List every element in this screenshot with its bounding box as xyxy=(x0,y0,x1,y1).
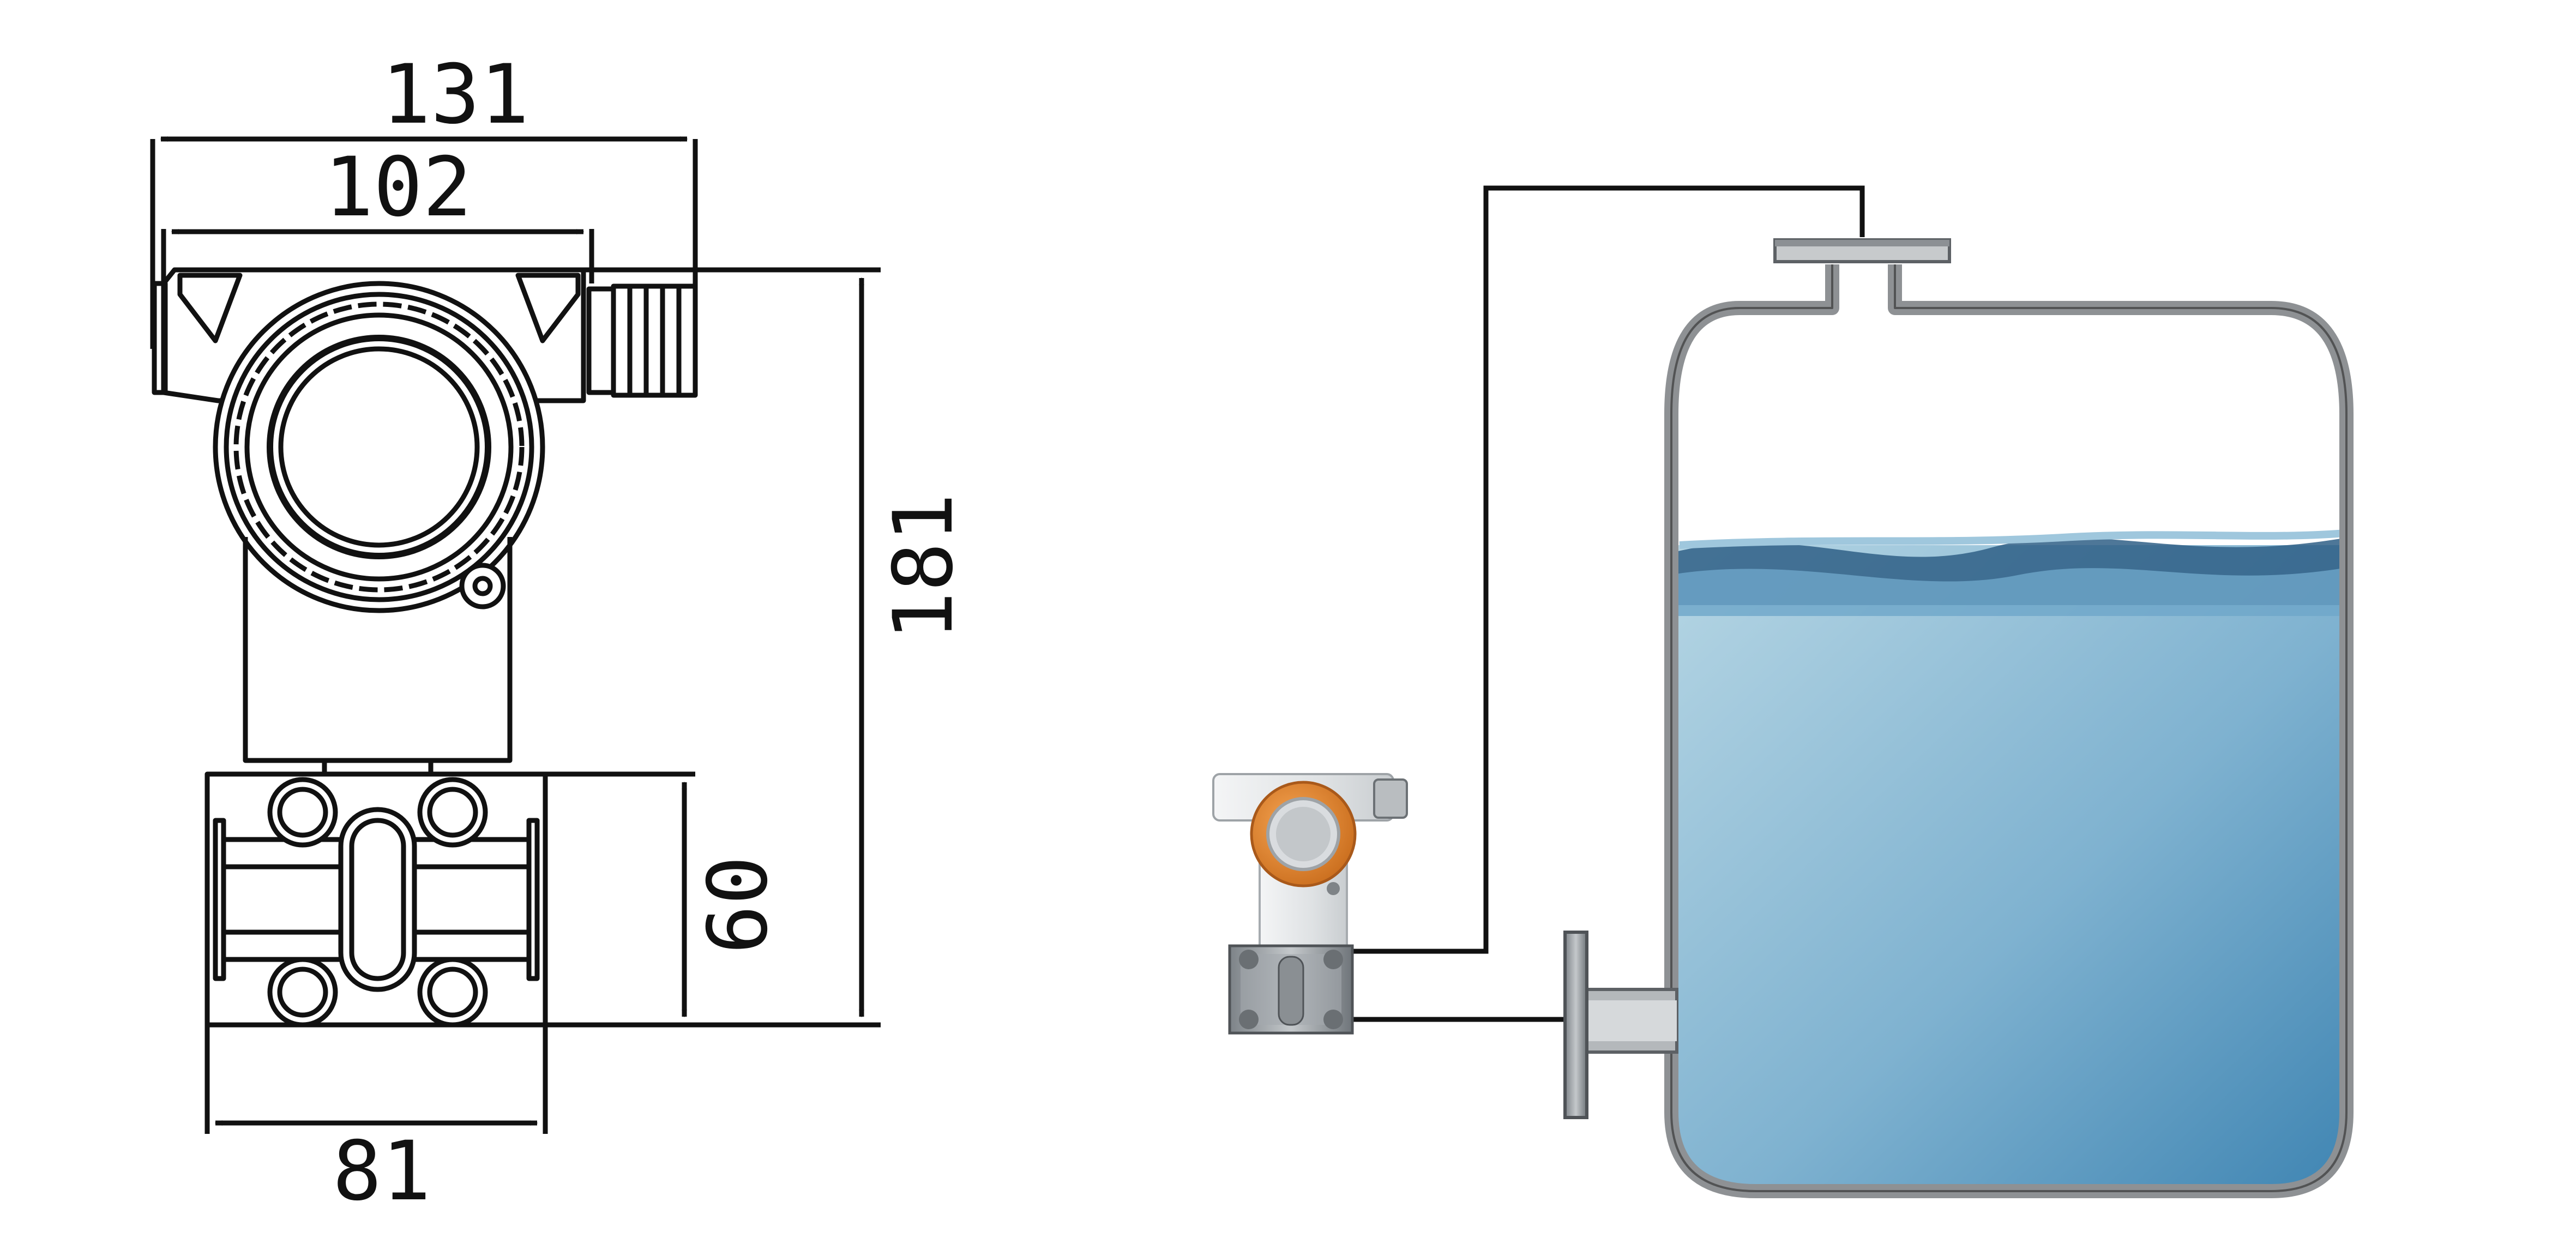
side-nozzle xyxy=(1563,931,1678,1119)
installation-scene xyxy=(1212,185,2354,1198)
pressure-transmitter xyxy=(1212,773,1408,1035)
transmitter-flange-block xyxy=(1228,944,1354,1035)
upper-impulse-line xyxy=(1350,185,1865,954)
housing-round-cover xyxy=(213,281,545,613)
dimension-102: 102 xyxy=(161,140,594,343)
dimension-label-81: 81 xyxy=(333,1124,431,1219)
transmitter-dimension-drawing: 131 102 181 60 81 xyxy=(150,47,971,1219)
process-flange xyxy=(204,771,548,1028)
water-body xyxy=(1675,545,2342,1186)
housing-outline xyxy=(152,267,698,403)
cable-gland xyxy=(1373,778,1408,819)
dimension-label-131: 131 xyxy=(382,47,529,142)
dimension-81: 81 xyxy=(204,1025,548,1219)
dimension-label-181: 181 xyxy=(876,493,971,641)
impulse-lines xyxy=(1350,185,1865,1022)
dimension-label-60: 60 xyxy=(691,856,786,955)
dimension-131: 131 xyxy=(150,47,698,392)
dimension-60: 60 xyxy=(543,771,786,1028)
storage-tank xyxy=(1563,238,2354,1198)
dimension-label-102: 102 xyxy=(324,140,472,235)
